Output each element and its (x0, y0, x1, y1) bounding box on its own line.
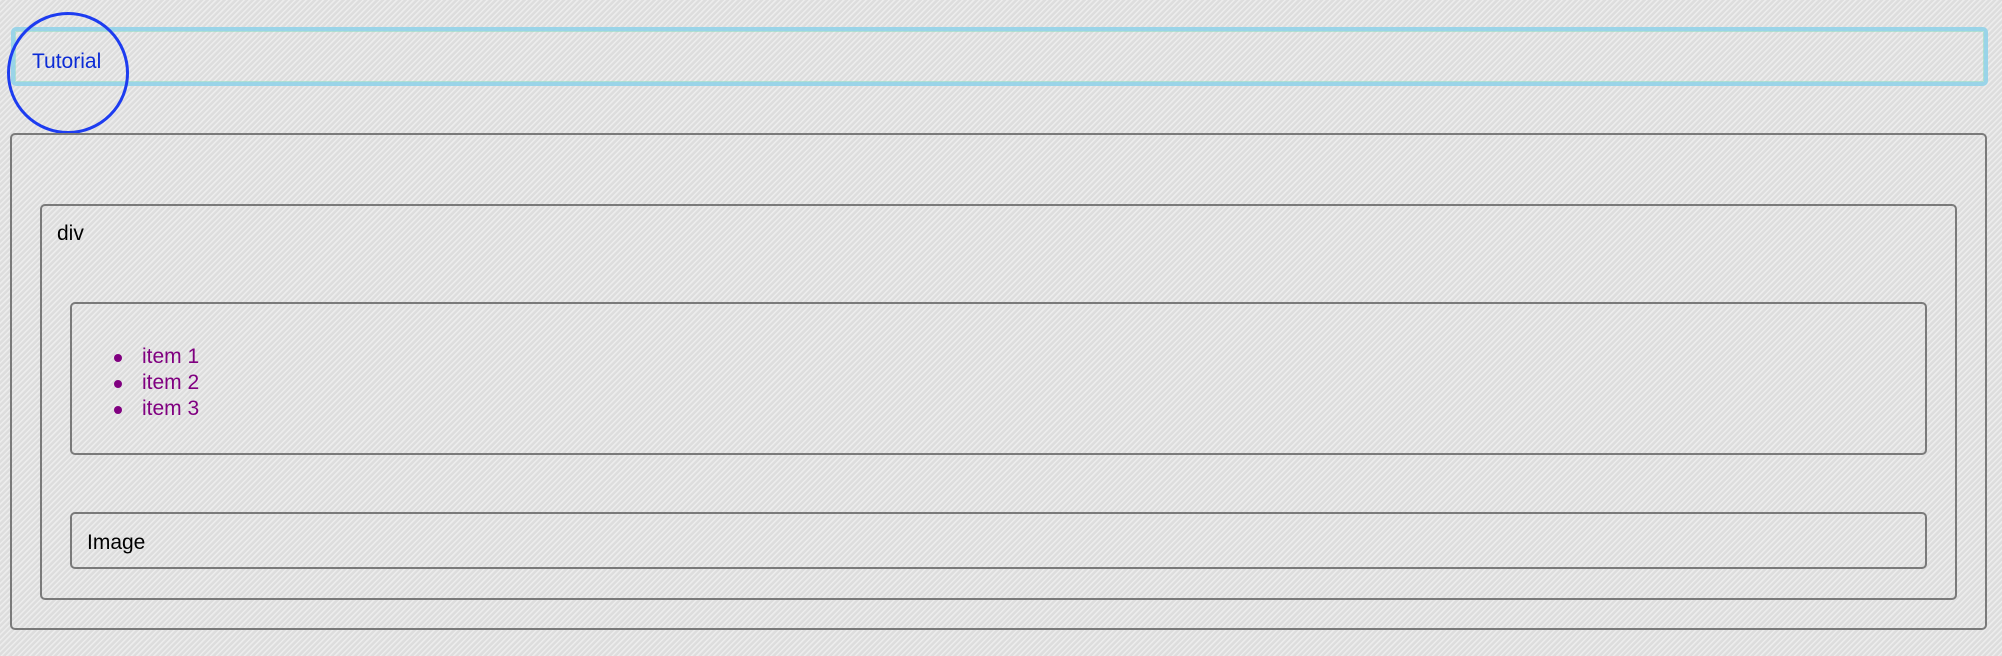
image-label: Image (87, 531, 146, 554)
item-list: item 1 item 2 item 3 (112, 344, 199, 422)
bullet-icon (114, 380, 122, 388)
bullet-icon (114, 406, 122, 414)
list-item-label[interactable]: item 1 (142, 345, 200, 368)
list-item-label[interactable]: item 3 (142, 397, 200, 420)
list-item[interactable]: item 2 (114, 370, 200, 396)
outer-container (10, 133, 1987, 630)
list-item[interactable]: item 1 (114, 344, 200, 370)
header-bar: Tutorial (11, 27, 1988, 86)
list-container: item 1 item 2 item 3 (70, 302, 1927, 455)
bullet-icon (114, 354, 122, 362)
list-item[interactable]: item 3 (114, 396, 200, 422)
div-label: div (57, 222, 84, 245)
list-item-label[interactable]: item 2 (142, 371, 200, 394)
tutorial-link[interactable]: Tutorial (32, 50, 102, 73)
div-container: div (40, 204, 1957, 600)
image-container: Image (70, 512, 1927, 569)
